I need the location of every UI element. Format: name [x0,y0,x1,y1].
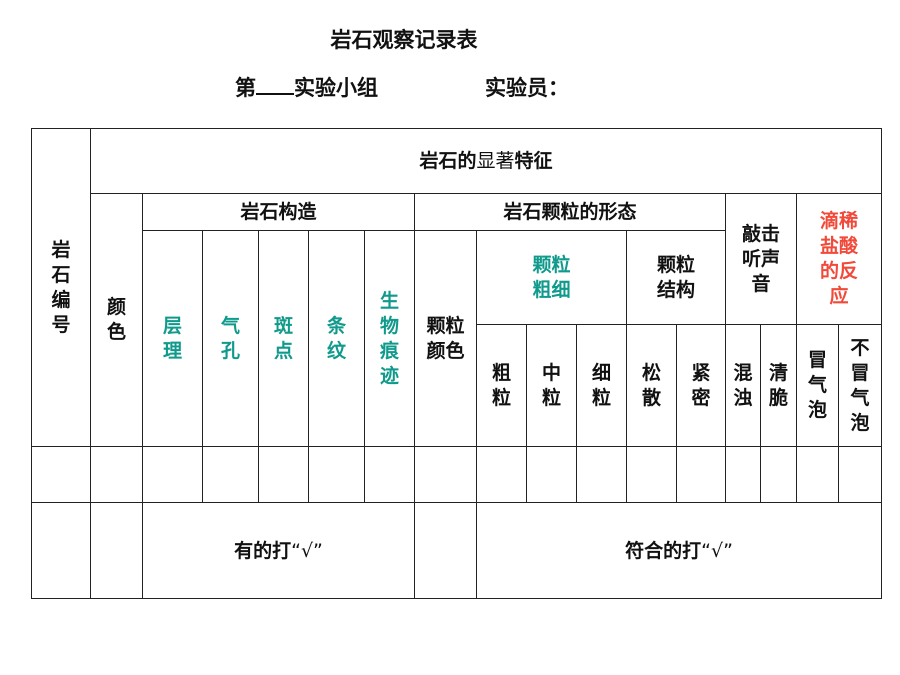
structure-pores: 气孔 [202,230,259,447]
bubbles-header: 冒气泡 [796,324,839,447]
muddy-sound-header: 混浊 [725,324,761,447]
entry-cell[interactable] [31,502,91,599]
structure-layering: 层理 [142,230,203,447]
entry-cell[interactable] [576,446,627,503]
entry-cell[interactable] [414,502,477,599]
entry-cell[interactable] [760,446,797,503]
table-row: 有的打“√” 符合的打“√” [31,502,883,599]
entry-cell[interactable] [626,446,677,503]
group-line: 第 实验小组 [235,72,378,102]
structure-stripes: 条纹 [308,230,365,447]
entry-cell[interactable] [142,446,203,503]
group-prefix: 第 [235,76,256,100]
page-title: 岩石观察记录表 [330,28,478,52]
entry-cell[interactable] [90,502,143,599]
structure-fossil-traces: 生物痕迹 [364,230,415,447]
entry-cell[interactable] [258,446,309,503]
structure-spots: 斑点 [258,230,309,447]
particle-note: 符合的打“√” [475,502,883,599]
entry-cell[interactable] [676,446,726,503]
crisp-sound-header: 清脆 [760,324,797,447]
rock-observation-table: 岩石编号 岩石的显著特征 颜色 岩石构造 岩石颗粒的形态 敲击听声音 滴稀盐酸的… [31,128,883,599]
no-bubbles-header: 不冒气泡 [837,324,883,447]
main-features-header: 岩石的显著特征 [89,128,883,194]
table-row [31,446,883,503]
acid-reaction-header: 滴稀盐酸的反应 [795,193,883,325]
entry-cell[interactable] [725,446,761,503]
coarse-grain-header: 粗粒 [476,324,527,447]
medium-grain-header: 中粒 [526,324,577,447]
entry-cell[interactable] [476,446,527,503]
structure-note: 有的打“√” [142,502,415,599]
entry-cell[interactable] [837,446,883,503]
particle-color-header: 颗粒颜色 [414,230,477,447]
knock-sound-header: 敲击听声音 [725,193,797,325]
entry-cell[interactable] [308,446,365,503]
color-header: 颜色 [90,193,143,447]
particle-shape-header: 岩石颗粒的形态 [414,193,726,231]
rock-structure-header: 岩石构造 [142,193,415,231]
loose-header: 松散 [626,324,677,447]
entry-cell[interactable] [364,446,415,503]
entry-cell[interactable] [202,446,259,503]
observer-label: 实验员： [485,76,569,100]
fine-grain-header: 细粒 [576,324,627,447]
entry-cell[interactable] [90,446,143,503]
rock-number-header: 岩石编号 [31,128,91,447]
entry-cell[interactable] [796,446,839,503]
entry-cell[interactable] [31,446,91,503]
group-number-blank[interactable] [256,77,294,95]
group-suffix: 实验小组 [294,76,378,100]
texture-header: 颗粒结构 [626,230,726,325]
dense-header: 紧密 [676,324,726,447]
entry-cell[interactable] [414,446,477,503]
coarseness-header: 颗粒粗细 [476,230,627,325]
entry-cell[interactable] [526,446,577,503]
